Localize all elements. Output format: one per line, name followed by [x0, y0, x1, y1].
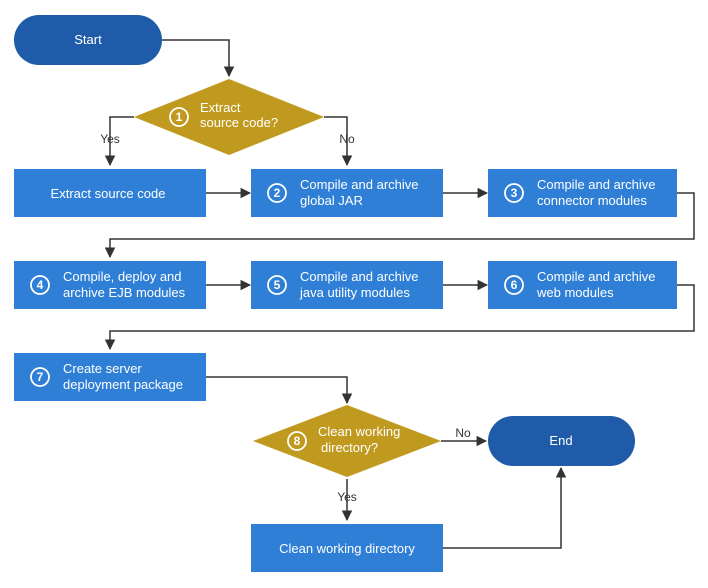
step-5-box [251, 261, 443, 309]
decision-8-label-line1: Clean working [318, 424, 400, 439]
step-extract-source-code: Extract source code [14, 169, 206, 217]
step-7-label-line1: Create server [63, 361, 142, 376]
connector-s6-to-s7 [104, 284, 695, 351]
step-number-badge [169, 107, 189, 127]
edge-label-d8-no: No [455, 426, 471, 440]
step-number: 7 [37, 370, 44, 384]
step-2-compile-global-jar: 2 Compile and archive global JAR [251, 169, 443, 217]
step-7-label-line2: deployment package [63, 377, 183, 392]
start-shape [14, 15, 162, 65]
step-number-badge [267, 183, 287, 203]
connector-s3-to-s4 [104, 192, 695, 259]
step-2-label-line1: Compile and archive [300, 177, 419, 192]
step-number: 3 [511, 186, 518, 200]
step-5-compile-java-utility: 5 Compile and archive java utility modul… [251, 261, 443, 309]
step-number: 6 [511, 278, 518, 292]
step-6-label-line1: Compile and archive [537, 269, 656, 284]
connectors [104, 39, 695, 549]
connector-s7-to-d8 [206, 376, 353, 405]
decision-8-label-line2: directory? [321, 440, 378, 455]
step-4-label-line1: Compile, deploy and [63, 269, 182, 284]
step-number: 8 [294, 434, 301, 448]
step-4-compile-ejb: 4 Compile, deploy and archive EJB module… [14, 261, 206, 309]
step-2-box [251, 169, 443, 217]
step-number-badge [267, 275, 287, 295]
edge-label-d8-yes: Yes [337, 490, 357, 504]
step-3-compile-connector: 3 Compile and archive connector modules [488, 169, 677, 217]
end-label: End [549, 433, 572, 448]
step-3-box [488, 169, 677, 217]
step-5-label-line1: Compile and archive [300, 269, 419, 284]
step-number-badge [30, 275, 50, 295]
step-3-label-line2: connector modules [537, 193, 647, 208]
clean-box [251, 524, 443, 572]
step-4-label-line2: archive EJB modules [63, 285, 186, 300]
decision-1-label-line2: source code? [200, 115, 278, 130]
step-number-badge [287, 431, 307, 451]
clean-label: Clean working directory [279, 541, 415, 556]
step-6-label-line2: web modules [536, 285, 614, 300]
step-number: 1 [176, 110, 183, 124]
step-6-box [488, 261, 677, 309]
connector-clean-to-end [443, 466, 567, 549]
decision-clean-working-directory: 8 Clean working directory? [253, 405, 441, 477]
extract-label: Extract source code [51, 186, 166, 201]
step-number: 4 [37, 278, 44, 292]
decision-1-shape [134, 79, 324, 155]
start-terminator: Start [14, 15, 162, 65]
step-7-box [14, 353, 206, 401]
connector-d1-yes [104, 116, 134, 167]
step-number-badge [504, 275, 524, 295]
step-number: 5 [274, 278, 281, 292]
step-5-label-line2: java utility modules [299, 285, 410, 300]
step-7-create-deployment-package: 7 Create server deployment package [14, 353, 206, 401]
decision-8-shape [253, 405, 441, 477]
step-2-label-line2: global JAR [300, 193, 363, 208]
step-number-badge [504, 183, 524, 203]
step-number-badge [30, 367, 50, 387]
decision-extract-source: 1 Extract source code? [134, 79, 324, 155]
connector-start-to-d1 [162, 39, 235, 78]
step-clean-working-directory: Clean working directory [251, 524, 443, 572]
start-label: Start [74, 32, 102, 47]
end-terminator: End [488, 416, 635, 466]
step-3-label-line1: Compile and archive [537, 177, 656, 192]
step-4-box [14, 261, 206, 309]
step-number: 2 [274, 186, 281, 200]
extract-box [14, 169, 206, 217]
edge-label-d1-yes: Yes [100, 132, 120, 146]
connector-d1-no [324, 116, 353, 167]
edge-label-d1-no: No [339, 132, 355, 146]
decision-1-label-line1: Extract [200, 100, 241, 115]
end-shape [488, 416, 635, 466]
step-6-compile-web: 6 Compile and archive web modules [488, 261, 677, 309]
